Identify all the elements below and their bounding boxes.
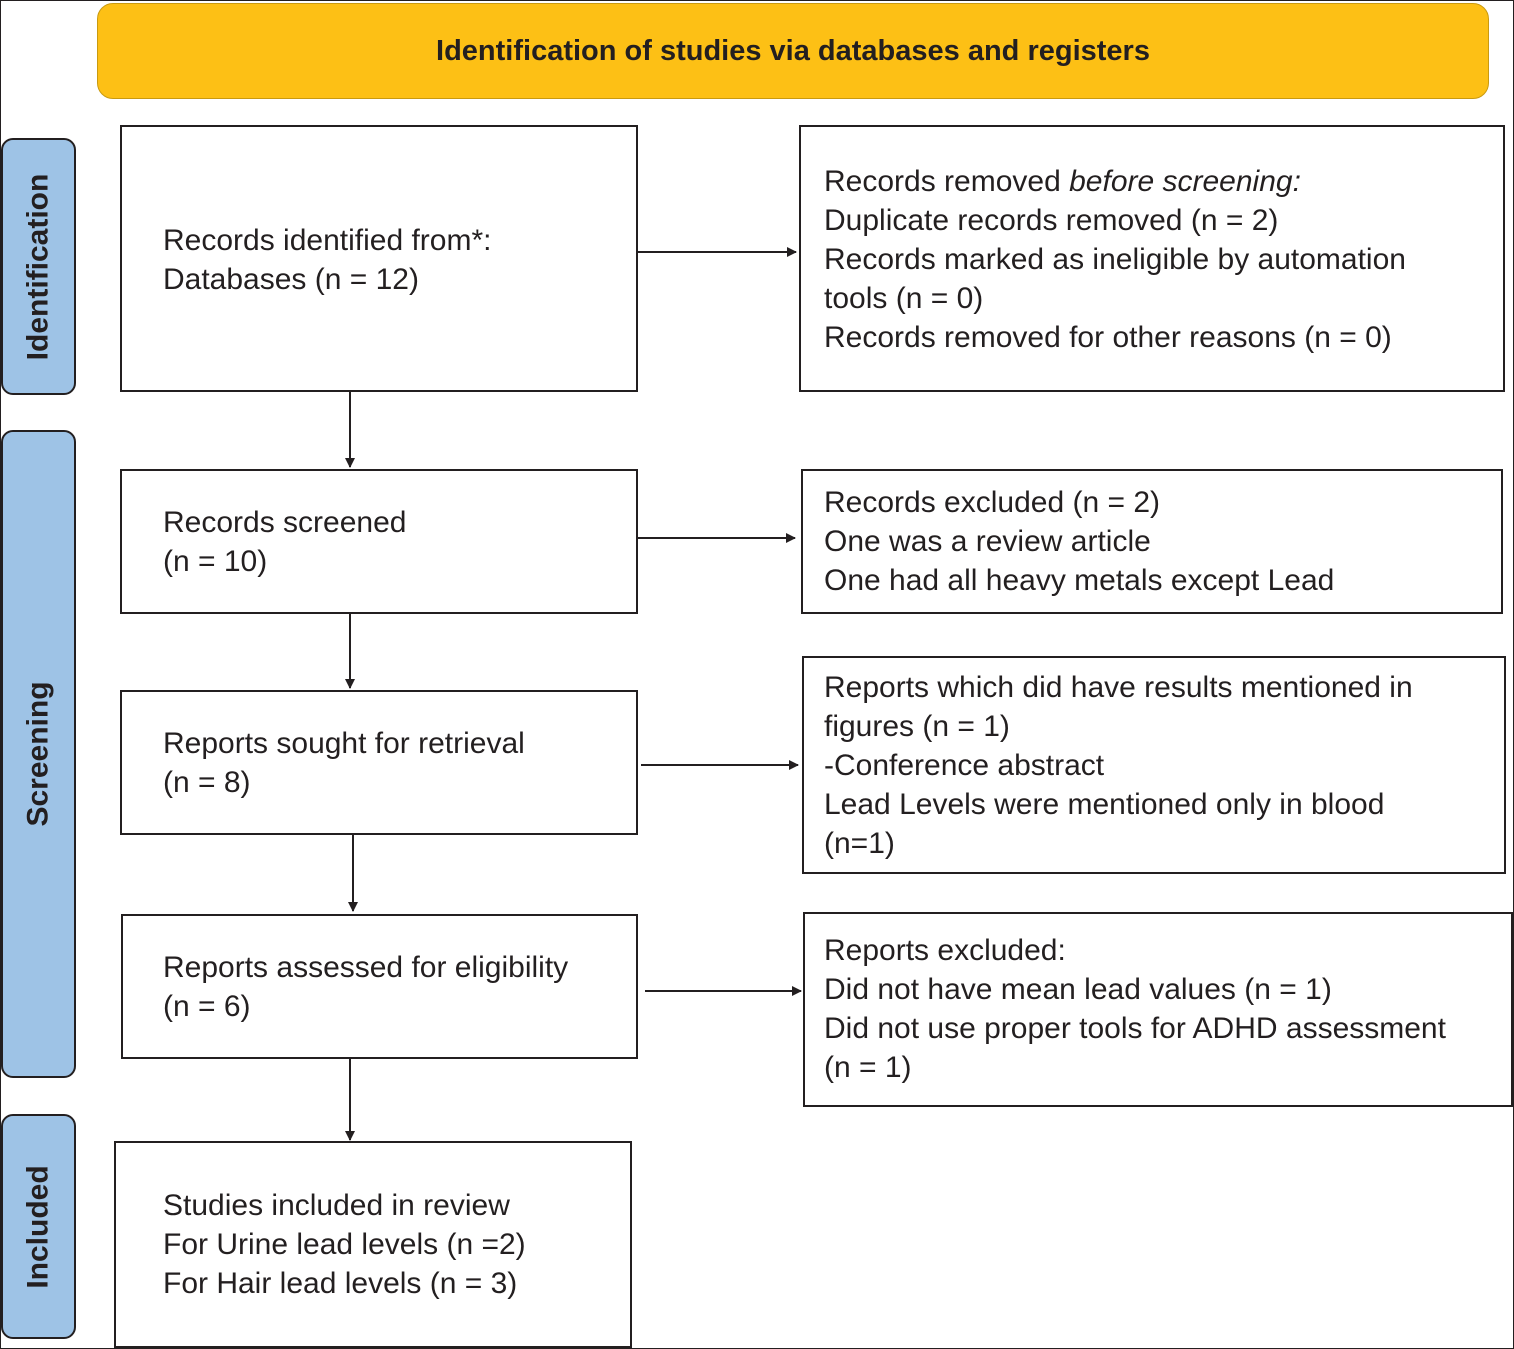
- studies-included-line-3: For Hair lead levels (n = 3): [163, 1267, 518, 1300]
- records-screened-line-2: (n = 10): [163, 545, 268, 578]
- studies-included-box: Studies included in review For Urine lea…: [114, 1141, 632, 1348]
- reports-assessed-line-1: Reports assessed for eligibility: [163, 951, 569, 984]
- reports-not-retrieved-line-2: figures (n = 1): [824, 710, 1010, 743]
- records-identified-line-2: Databases (n = 12): [163, 263, 419, 296]
- studies-included-line-2: For Urine lead levels (n =2): [163, 1228, 526, 1261]
- header-title: Identification of studies via databases …: [436, 34, 1150, 67]
- records-removed-heading-prefix: Records removed: [824, 165, 1070, 198]
- records-removed-line-4: Records removed for other reasons (n = 0…: [824, 321, 1392, 354]
- records-excluded-line-1: Records excluded (n = 2): [824, 486, 1161, 519]
- reports-excluded-line-4: (n = 1): [824, 1051, 912, 1084]
- reports-not-retrieved-line-3: -Conference abstract: [824, 749, 1105, 782]
- reports-assessed-line-2: (n = 6): [163, 990, 251, 1023]
- reports-sought-box: Reports sought for retrieval (n = 8): [120, 690, 638, 835]
- phase-included: Included: [1, 1114, 76, 1339]
- records-removed-line-3: tools (n = 0): [824, 282, 984, 315]
- reports-excluded-line-2: Did not have mean lead values (n = 1): [824, 973, 1332, 1006]
- phase-screening: Screening: [1, 430, 76, 1078]
- records-screened-line-1: Records screened: [163, 506, 407, 539]
- records-removed-line-2: Records marked as ineligible by automati…: [824, 243, 1406, 276]
- records-removed-box: Records removed before screening: Duplic…: [799, 125, 1505, 392]
- reports-excluded-line-3: Did not use proper tools for ADHD assess…: [824, 1012, 1446, 1045]
- records-identified-line-1: Records identified from*:: [163, 224, 492, 257]
- reports-sought-line-2: (n = 8): [163, 766, 251, 799]
- records-screened-box: Records screened (n = 10): [120, 469, 638, 614]
- header-banner: Identification of studies via databases …: [97, 3, 1489, 99]
- records-excluded-line-3: One had all heavy metals except Lead: [824, 564, 1335, 597]
- studies-included-line-1: Studies included in review: [163, 1189, 510, 1222]
- records-excluded-line-2: One was a review article: [824, 525, 1151, 558]
- reports-excluded-box: Reports excluded: Did not have mean lead…: [803, 912, 1513, 1107]
- records-excluded-box: Records excluded (n = 2) One was a revie…: [801, 469, 1503, 614]
- reports-not-retrieved-box: Reports which did have results mentioned…: [802, 656, 1506, 874]
- reports-not-retrieved-line-1: Reports which did have results mentioned…: [824, 671, 1413, 704]
- reports-excluded-line-1: Reports excluded:: [824, 934, 1066, 967]
- phase-identification: Identification: [1, 138, 76, 395]
- records-removed-heading: Records removed before screening:: [824, 162, 1503, 201]
- records-removed-line-1: Duplicate records removed (n = 2): [824, 204, 1279, 237]
- reports-assessed-box: Reports assessed for eligibility (n = 6): [121, 914, 638, 1059]
- reports-not-retrieved-line-5: (n=1): [824, 827, 895, 860]
- reports-not-retrieved-line-4: Lead Levels were mentioned only in blood: [824, 788, 1385, 821]
- records-removed-heading-italic: before screening:: [1069, 165, 1301, 198]
- reports-sought-line-1: Reports sought for retrieval: [163, 727, 525, 760]
- records-identified-box: Records identified from*: Databases (n =…: [120, 125, 638, 392]
